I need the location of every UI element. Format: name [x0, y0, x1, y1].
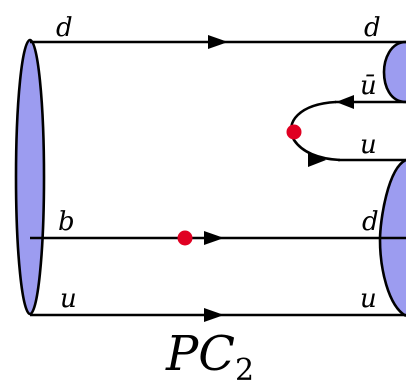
arrow-u-bottom: [204, 308, 224, 322]
arrow-d-top: [208, 35, 228, 49]
pair-creation-arc: [289, 100, 341, 162]
weak-vertex: [177, 230, 193, 246]
label-right-d-mid: d: [362, 207, 379, 237]
label-right-u-mid: u: [360, 130, 377, 160]
diagram-title: PC2: [165, 326, 254, 384]
label-right-d-top: d: [364, 13, 381, 43]
arrow-b-d: [204, 231, 224, 245]
label-left-b: b: [58, 207, 75, 237]
label-right-ubar: ū: [360, 71, 377, 101]
label-left-d: d: [56, 13, 73, 43]
pair-creation-vertex: [286, 124, 302, 140]
arrow-u-mid: [308, 153, 326, 167]
left-meson-blob: [14, 38, 46, 316]
label-right-u-bottom: u: [360, 284, 377, 314]
arrow-ubar: [336, 95, 354, 109]
title-subscript: 2: [235, 353, 254, 384]
title-main: PC: [165, 326, 235, 382]
right-top-meson-blob: [382, 40, 406, 104]
label-left-u: u: [60, 284, 77, 314]
